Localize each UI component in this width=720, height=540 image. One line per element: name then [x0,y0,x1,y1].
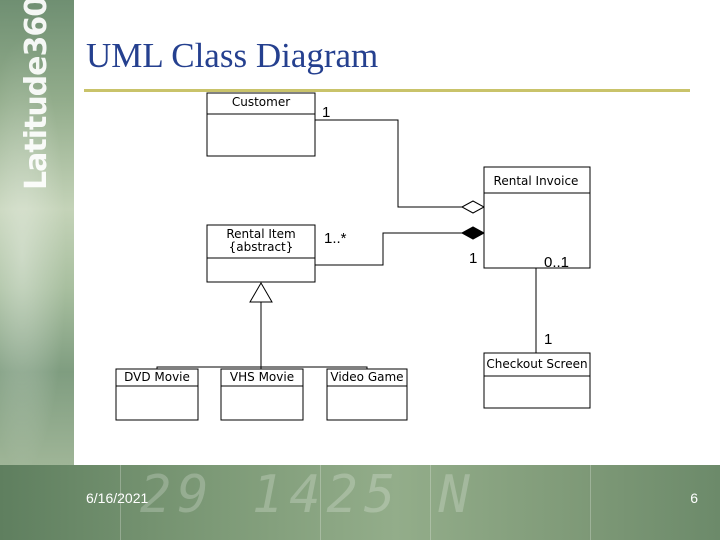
class-customer: Customer [206,92,316,157]
generalization-branch-dvd [156,366,368,369]
slide-title: UML Class Diagram [86,36,379,75]
aggregation-diamond [460,200,486,214]
page-number: 6 [690,490,698,506]
footer-divider [430,465,431,540]
generalization-triangle [249,282,273,303]
footer-band: 29 1425 N 6/16/2021 6 [0,465,720,540]
class-rental-invoice: Rental Invoice [483,166,591,269]
class-name-customer: Customer [232,95,290,109]
class-name-video-game: Video Game [330,370,403,384]
class-name-rental-invoice: Rental Invoice [494,174,579,188]
class-vhs-movie: VHS Movie [220,368,304,421]
class-checkout-screen: Checkout Screen [483,352,591,409]
class-rental-item: Rental Item {abstract} [206,224,316,283]
class-video-game: Video Game [326,368,408,421]
multiplicity-customer: 1 [322,104,330,121]
class-name-vhs-movie: VHS Movie [230,370,294,384]
multiplicity-invoice-to-checkout: 0..1 [544,254,569,271]
footer-divider [590,465,591,540]
class-dvd-movie: DVD Movie [115,368,199,421]
footer-divider [320,465,321,540]
class-name-dvd-movie: DVD Movie [124,370,190,384]
multiplicity-invoice-from-item: 1 [469,250,477,267]
class-stereotype-rental-item: {abstract} [229,240,294,254]
class-name-checkout-screen: Checkout Screen [486,357,587,371]
footer-date: 6/16/2021 [86,490,149,506]
composition-diamond [460,226,486,240]
connector-customer-invoice [315,119,462,208]
sidebar-decoration: Latitude360 [0,0,74,465]
footer-background-graphic: 29 1425 N [140,465,476,525]
footer-divider [120,465,121,540]
title-underline [84,89,690,92]
multiplicity-checkout: 1 [544,331,552,348]
connector-item-invoice [315,232,462,266]
multiplicity-rental-item: 1..* [324,230,347,247]
class-name-rental-item: Rental Item [226,227,295,241]
